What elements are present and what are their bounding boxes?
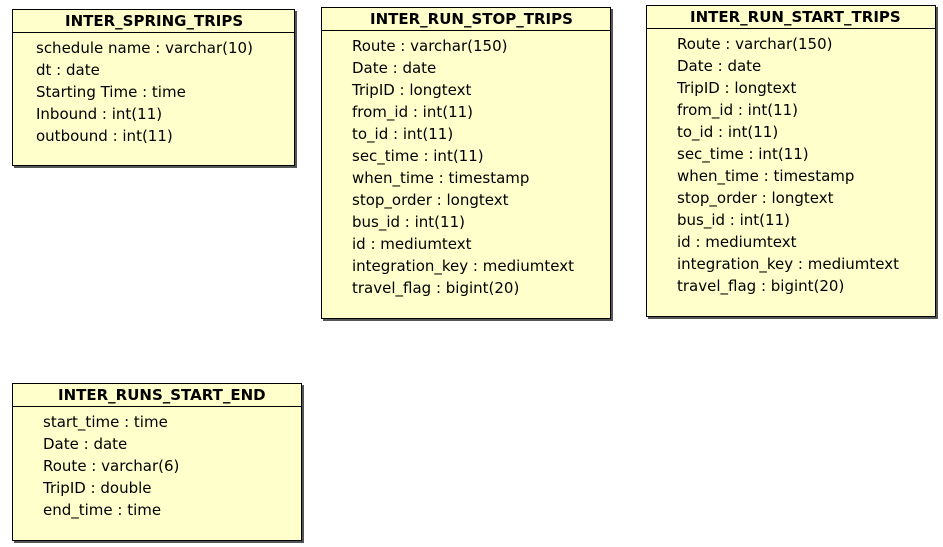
- attribute-row: dt : date: [36, 61, 100, 79]
- entity-inter-run-start-trips[interactable]: INTER_RUN_START_TRIPS Route : varchar(15…: [646, 5, 936, 317]
- attribute-row: Starting Time : time: [36, 83, 186, 101]
- attribute-row: to_id : int(11): [677, 123, 779, 141]
- attribute-row: integration_key : mediumtext: [352, 257, 574, 275]
- attribute-row: schedule name : varchar(10): [36, 39, 253, 57]
- attribute-row: from_id : int(11): [677, 101, 799, 119]
- attribute-row: end_time : time: [43, 501, 162, 519]
- attribute-row: stop_order : longtext: [352, 191, 509, 209]
- entity-title: INTER_SPRING_TRIPS: [13, 10, 294, 33]
- attribute-row: outbound : int(11): [36, 127, 173, 145]
- attribute-row: Route : varchar(150): [677, 35, 833, 53]
- attribute-row: integration_key : mediumtext: [677, 255, 899, 273]
- attribute-row: Route : varchar(150): [352, 37, 508, 55]
- attribute-row: id : mediumtext: [352, 235, 472, 253]
- entity-title: INTER_RUN_START_TRIPS: [647, 6, 935, 29]
- entity-inter-run-stop-trips[interactable]: INTER_RUN_STOP_TRIPS Route : varchar(150…: [321, 7, 611, 319]
- attribute-row: to_id : int(11): [352, 125, 454, 143]
- attribute-row: TripID : longtext: [677, 79, 797, 97]
- attribute-row: travel_flag : bigint(20): [677, 277, 845, 295]
- attribute-row: travel_flag : bigint(20): [352, 279, 520, 297]
- attribute-row: bus_id : int(11): [352, 213, 465, 231]
- attribute-row: start_time : time: [43, 413, 168, 431]
- attribute-row: Inbound : int(11): [36, 105, 163, 123]
- attribute-row: id : mediumtext: [677, 233, 797, 251]
- entity-inter-spring-trips[interactable]: INTER_SPRING_TRIPS schedule name : varch…: [12, 9, 295, 166]
- entity-title: INTER_RUNS_START_END: [13, 384, 301, 407]
- attribute-row: Date : date: [352, 59, 437, 77]
- attribute-row: TripID : double: [43, 479, 152, 497]
- attribute-row: Date : date: [677, 57, 762, 75]
- entity-title: INTER_RUN_STOP_TRIPS: [322, 8, 610, 31]
- attribute-row: bus_id : int(11): [677, 211, 790, 229]
- attribute-row: TripID : longtext: [352, 81, 472, 99]
- attribute-row: sec_time : int(11): [352, 147, 484, 165]
- attribute-row: Route : varchar(6): [43, 457, 180, 475]
- attribute-row: when_time : timestamp: [677, 167, 855, 185]
- attribute-row: when_time : timestamp: [352, 169, 530, 187]
- attribute-row: from_id : int(11): [352, 103, 474, 121]
- attribute-row: sec_time : int(11): [677, 145, 809, 163]
- attribute-row: Date : date: [43, 435, 128, 453]
- attribute-row: stop_order : longtext: [677, 189, 834, 207]
